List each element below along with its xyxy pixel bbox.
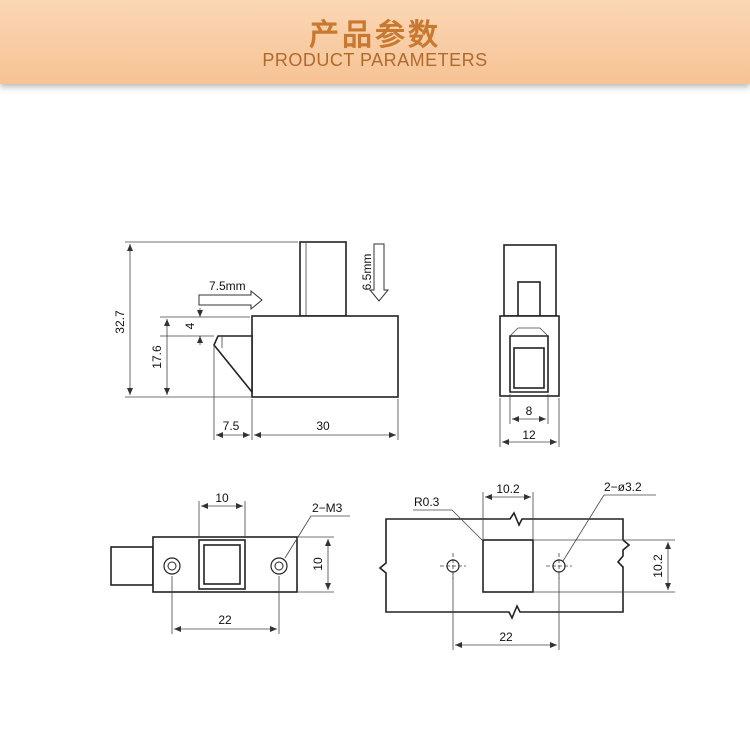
end-pin xyxy=(517,281,541,317)
end-view: 8 12 xyxy=(499,244,560,447)
push-arrow-icon xyxy=(198,289,263,311)
left-screw-hole-inner xyxy=(167,561,177,571)
holes-label: 2−ø3.2 xyxy=(604,480,642,494)
dim-step: 4 xyxy=(183,322,197,329)
dim-inner-width: 8 xyxy=(526,404,533,418)
right-screw-hole-inner xyxy=(274,561,284,571)
end-latch-face xyxy=(513,347,545,389)
down-arrow-icon xyxy=(368,243,390,302)
side-latch xyxy=(213,335,253,395)
side-plunger xyxy=(299,241,347,317)
dim-cutout-hole-spacing: 22 xyxy=(499,630,513,644)
dim-slot-height: 10.2 xyxy=(651,554,665,578)
radius-label: R0.3 xyxy=(414,495,440,509)
dim-latch-width: 7.5 xyxy=(223,419,240,433)
top-view: 10 2−M3 10 22 xyxy=(110,491,350,634)
dim-hole-spacing: 22 xyxy=(218,613,232,627)
dim-outer-width: 12 xyxy=(522,428,536,442)
dim-body-width: 30 xyxy=(316,419,330,433)
dim-slot-width: 10.2 xyxy=(496,482,520,496)
dim-window-width: 10 xyxy=(215,491,229,505)
dim-total-height: 32.7 xyxy=(113,310,127,334)
arrow-down-label: 6.5mm xyxy=(360,254,374,291)
dim-body-height: 17.6 xyxy=(150,345,164,369)
side-body xyxy=(251,315,399,398)
top-plunger xyxy=(110,546,154,586)
cutout-slot xyxy=(482,539,534,593)
cutout-view: R0.3 10.2 2−ø3.2 10.2 22 xyxy=(378,480,675,650)
header-banner: 产品参数 PRODUCT PARAMETERS xyxy=(0,0,750,84)
page-subtitle: PRODUCT PARAMETERS xyxy=(262,50,488,70)
page-title: 产品参数 xyxy=(309,18,441,53)
side-view: 32.7 17.6 4 7.5mm 6.5mm 7.5 30 xyxy=(113,241,399,440)
thread-label: 2−M3 xyxy=(312,501,343,515)
dim-top-height: 10 xyxy=(311,557,325,571)
arrow-push-label: 7.5mm xyxy=(209,279,246,293)
top-window-inner xyxy=(203,544,241,585)
